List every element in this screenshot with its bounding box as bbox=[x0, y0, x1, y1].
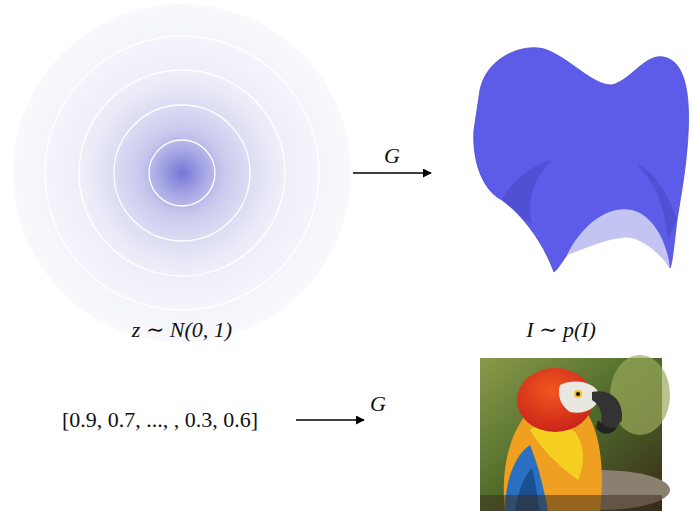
latent-distribution: z ∼ N(0, 1) bbox=[12, 3, 352, 343]
node-caption: I ∼ p(I) bbox=[526, 318, 596, 342]
manifold-surface bbox=[432, 40, 690, 340]
generator-arrow bbox=[353, 172, 431, 174]
generator-label: G bbox=[382, 144, 402, 168]
mapping-arrow bbox=[296, 419, 364, 421]
latent-vector: [0.9, 0.7, ..., , 0.3, 0.6] bbox=[62, 408, 258, 432]
data-manifold: I ∼ p(I) bbox=[432, 40, 690, 340]
generator-label: G bbox=[370, 392, 386, 416]
parrot-image bbox=[480, 355, 670, 511]
node-caption: z ∼ N(0, 1) bbox=[132, 318, 232, 342]
gaussian-rings bbox=[12, 3, 352, 343]
